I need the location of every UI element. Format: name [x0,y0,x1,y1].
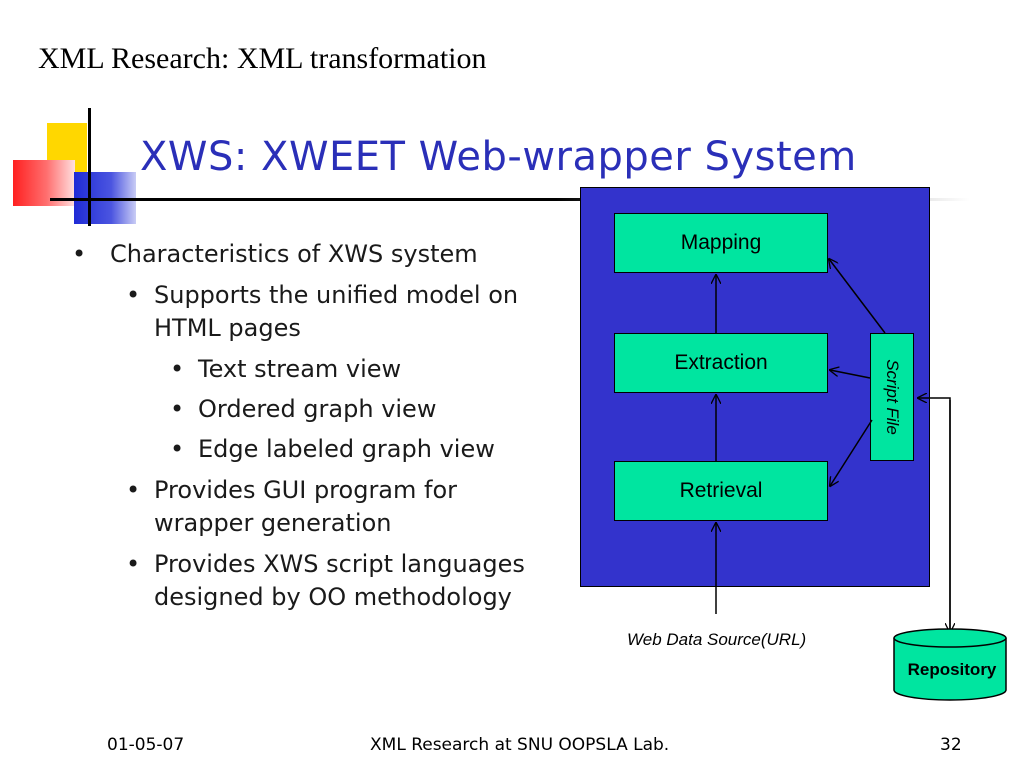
bullet-text: Supports the unified model on HTML pages [154,281,519,342]
bullet-dot-icon: • [126,281,141,309]
footer-date: 01-05-07 [107,735,185,755]
bullet-text: Provides XWS script languages designed b… [154,550,525,611]
bullet-dot-icon: • [170,395,185,423]
bullet-list: • Characteristics of XWS system • Supports… [70,238,540,622]
web-data-source-label: Web Data Source(URL) [627,630,807,649]
bullet-item: • Text stream view [70,353,540,386]
mapping-box: Mapping [614,213,828,273]
retrieval-label: Retrieval [679,479,763,502]
bullet-text: Provides GUI program for wrapper generat… [154,476,458,537]
section-heading: XML Research: XML transformation [38,42,487,75]
bullet-item: • Supports the unified model on HTML page… [70,279,540,345]
extraction-box: Extraction [614,333,828,393]
bullet-item: • Ordered graph view [70,393,540,426]
bullet-item: • Characteristics of XWS system [70,238,540,271]
footer-text: XML Research at SNU OOPSLA Lab. [370,735,670,755]
repository-label: Repository [907,660,997,679]
bullet-item: • Provides GUI program for wrapper genera… [70,474,540,540]
bullet-item: • Edge labeled graph view [70,433,540,466]
retrieval-box: Retrieval [614,461,828,521]
slide-title: XWS: XWEET Web-wrapper System [140,134,857,180]
bullet-dot-icon: • [126,550,141,578]
logo-vertical-line [88,108,91,226]
bullet-dot-icon: • [170,435,185,463]
script-file-box: Script File [870,333,914,461]
bullet-item: • Provides XWS script languages designed … [70,548,540,614]
script-file-label: Script File [883,359,903,435]
bullet-text: Characteristics of XWS system [110,240,478,268]
repository-cylinder-icon [893,628,1007,701]
title-underline [50,198,970,201]
bullet-dot-icon: • [126,476,141,504]
extraction-label: Extraction [674,351,768,374]
bullet-text: Text stream view [198,355,402,383]
bullet-text: Edge labeled graph view [198,435,495,463]
mapping-label: Mapping [680,231,762,254]
page-number: 32 [940,735,962,755]
bullet-dot-icon: • [72,240,87,268]
bullet-dot-icon: • [170,355,185,383]
bullet-text: Ordered graph view [198,395,437,423]
